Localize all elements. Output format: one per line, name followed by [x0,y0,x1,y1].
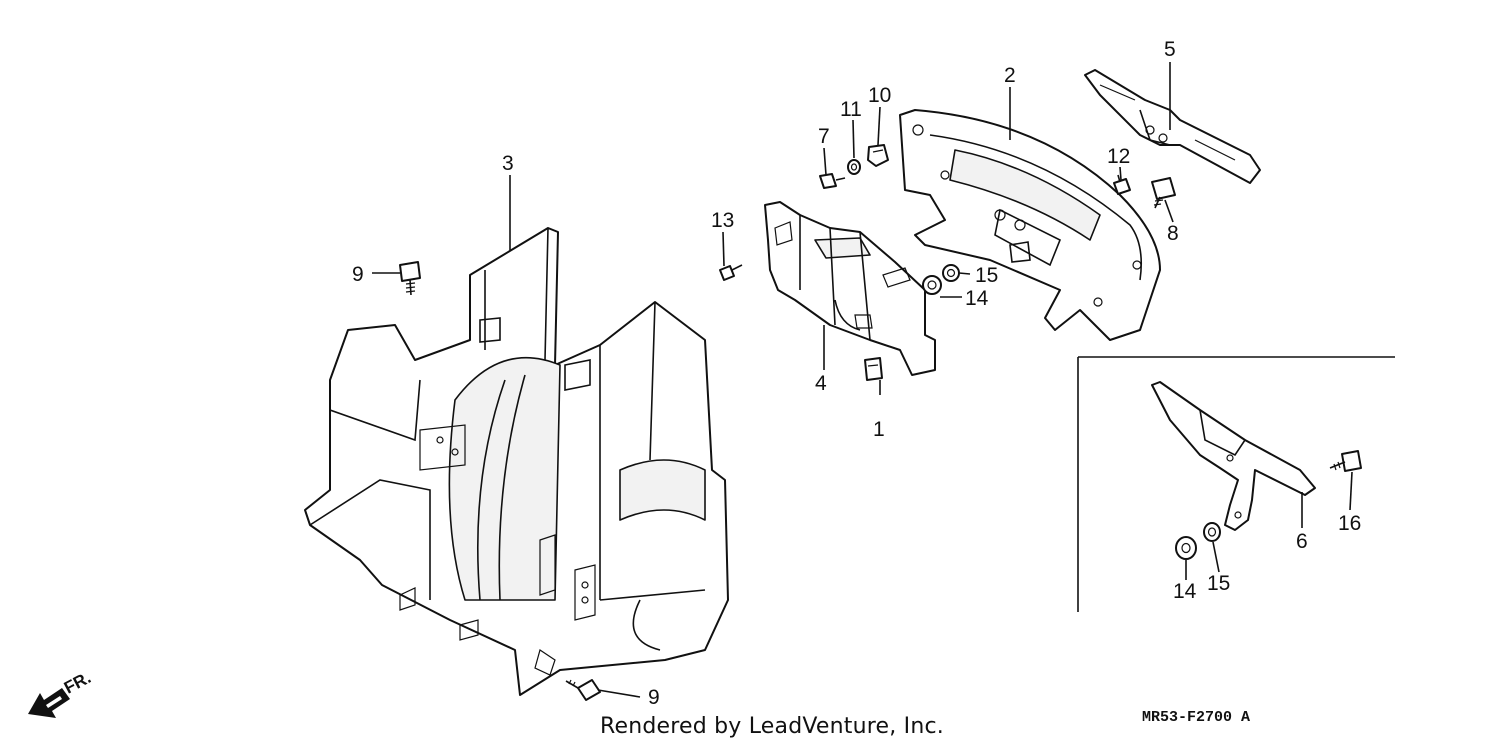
part-14-nut-inset[interactable] [1175,536,1197,560]
callout-12: 12 [1107,145,1130,168]
part-5-license-plate-bracket[interactable] [1084,69,1261,184]
callout-15-upper: 15 [975,264,998,287]
callout-14-upper: 14 [965,287,989,310]
part-6-alt-bracket[interactable] [1151,381,1316,531]
part-11-nut[interactable] [847,159,861,175]
callout-9-upper: 9 [352,263,364,286]
front-arrow-icon: FR. [28,668,94,718]
callout-6: 6 [1296,530,1308,553]
callout-1: 1 [873,418,885,441]
callout-13: 13 [711,209,734,232]
part-14-nut-upper[interactable] [922,275,942,295]
callout-7: 7 [818,125,830,148]
part-7-screw[interactable] [819,173,846,189]
part-12-screw[interactable] [1113,174,1131,195]
part-8-bolt[interactable] [1151,177,1176,209]
callout-16: 16 [1338,512,1361,535]
callout-10: 10 [868,84,891,107]
part-15-washer-upper[interactable] [942,264,960,282]
callout-4: 4 [815,372,827,395]
front-marker-label: FR. [61,668,94,698]
part-15-washer-inset[interactable] [1203,522,1221,542]
inset-frame [1077,356,1395,612]
part-1-clip-nut[interactable] [864,357,883,381]
part-13-screw[interactable] [719,264,743,281]
part-9-bolt-upper[interactable] [399,261,421,296]
callout-3: 3 [502,152,514,175]
callout-11: 11 [840,98,862,121]
callout-15-inset: 15 [1207,572,1230,595]
callout-14-inset: 14 [1173,580,1197,603]
part-16-bolt[interactable] [1329,450,1362,472]
part-4-bracket[interactable] [764,201,936,376]
part-9-bolt-lower[interactable] [565,679,601,701]
callout-8: 8 [1167,222,1179,245]
part-3-inner-fender[interactable] [304,227,729,696]
drawing-code: MR53-F2700 A [1142,709,1251,726]
leader-lines [372,62,1353,698]
part-2-rear-cover[interactable] [899,109,1161,341]
callout-5: 5 [1164,38,1176,61]
render-credit: Rendered by LeadVenture, Inc. [600,714,944,739]
callout-labels: 1 2 3 4 5 6 7 8 9 9 10 11 12 13 14 14 15… [352,38,1361,709]
part-10-clip[interactable] [867,144,889,167]
callout-9-lower: 9 [648,686,660,709]
callout-2: 2 [1004,64,1016,87]
